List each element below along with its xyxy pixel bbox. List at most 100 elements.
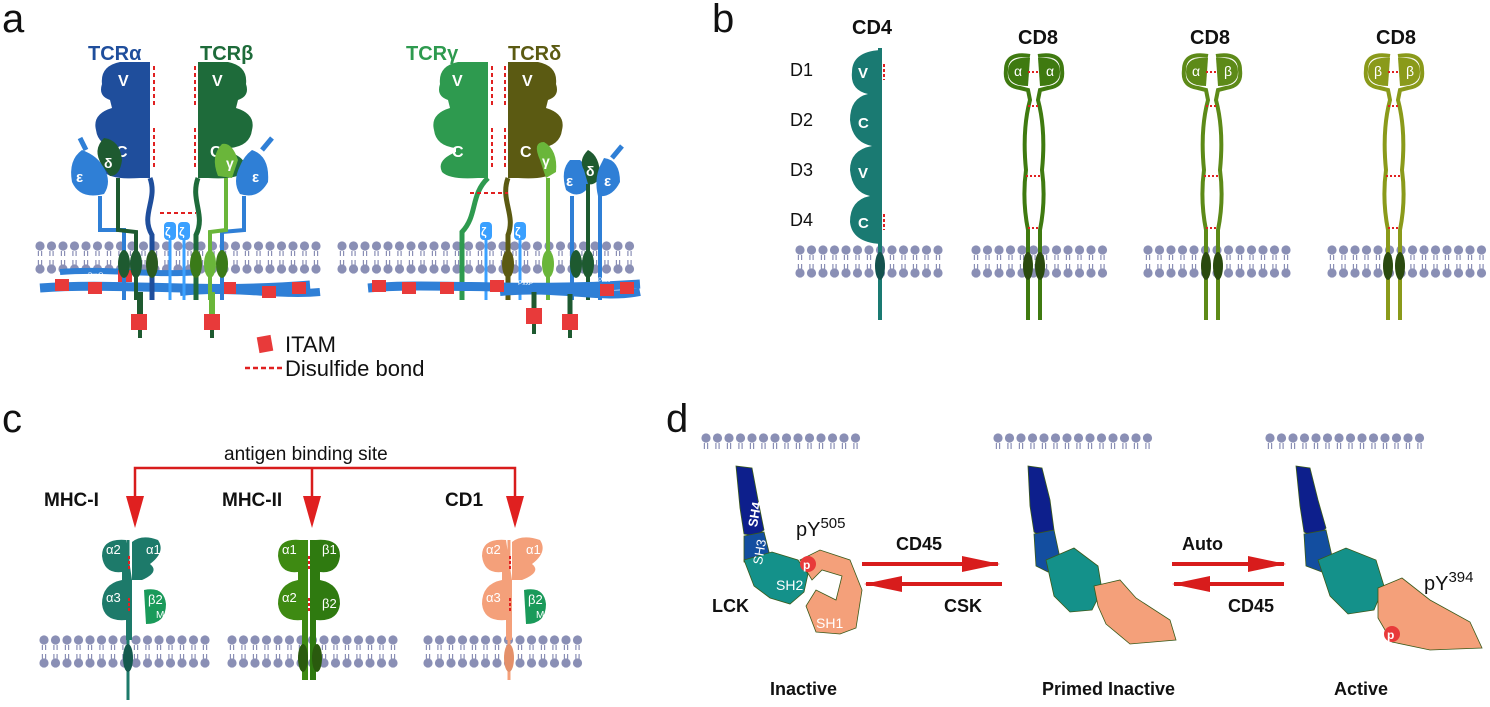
lipid — [1280, 244, 1292, 279]
lipid — [84, 634, 96, 669]
binding-site-arrow — [506, 496, 524, 528]
lipid — [794, 244, 806, 279]
binding-site-bracket — [133, 466, 517, 500]
lck-domain-label: SH4 — [745, 500, 764, 528]
lck-domain-label: SH1 — [816, 615, 843, 631]
cd8-chain-label: β — [1224, 63, 1232, 79]
itam-motif — [292, 282, 306, 294]
panel-a: PxxP PxxP V C V C ε δ — [34, 43, 641, 381]
lipid — [1165, 244, 1177, 279]
lipid — [1338, 244, 1349, 279]
mhc1-domain-label: α2 — [106, 542, 121, 557]
lipid — [382, 240, 394, 275]
lipid — [1051, 244, 1062, 279]
itam-motif — [222, 282, 236, 294]
lipid — [746, 432, 758, 450]
lipid — [287, 240, 299, 275]
molecule-label-mhc2: MHC-II — [222, 490, 282, 511]
lipid — [199, 634, 211, 669]
lipid — [491, 634, 503, 669]
lipid — [1299, 432, 1310, 450]
lipid — [840, 244, 852, 279]
lipid — [1107, 432, 1119, 450]
panel-c: antigen binding site MHC-I MHC-II CD1 α2… — [38, 444, 583, 700]
mhc1-molecule: α2 α1 α3 β2 M — [102, 537, 166, 700]
lipid — [188, 634, 199, 669]
lipid — [249, 634, 261, 669]
domain-row-label: D4 — [790, 210, 813, 230]
lipid — [735, 432, 746, 450]
cd1-domain-label: M — [536, 610, 544, 621]
pxxp-label: PxxP — [518, 280, 533, 287]
lipid — [555, 240, 566, 275]
phospho-site — [800, 556, 816, 572]
transmembrane-segments — [502, 250, 594, 278]
lipid — [817, 244, 829, 279]
lipid — [1453, 244, 1464, 279]
domain-v-label: V — [118, 73, 129, 90]
lipid — [993, 244, 1005, 279]
lipid — [769, 432, 781, 450]
lipid — [1430, 244, 1441, 279]
mhc2-molecule: α1 β1 α2 β2 — [278, 539, 340, 680]
panel-label-b: b — [712, 0, 734, 41]
py394-label: pY394 — [1424, 569, 1474, 595]
lipid — [61, 634, 73, 669]
domain-v-label: V — [452, 73, 463, 90]
itam-motif — [402, 282, 416, 294]
binding-site-arrow — [126, 496, 144, 528]
mhc1-domain-label: β2 — [148, 592, 163, 607]
lipid — [341, 634, 353, 669]
gamma-label: γ — [226, 155, 234, 171]
cd1-domain-label: α2 — [486, 542, 501, 557]
lipid — [549, 634, 560, 669]
lipid — [1326, 244, 1338, 279]
state-label-inactive: Inactive — [770, 679, 837, 699]
lipid — [921, 244, 932, 279]
lipid — [1372, 244, 1384, 279]
lipid — [612, 240, 624, 275]
lipid — [1142, 432, 1153, 450]
lipid — [1333, 432, 1345, 450]
arrow1-top-label: CD45 — [896, 534, 942, 554]
lipid — [700, 432, 712, 450]
lipid — [1246, 244, 1257, 279]
lipid — [371, 240, 382, 275]
lipid — [176, 634, 188, 669]
membrane-d — [700, 432, 1425, 450]
pxxp-label: PxxP — [88, 272, 103, 279]
lck-active: p pY394 — [1295, 465, 1483, 651]
cd8-chain-label: α — [1046, 63, 1054, 79]
epsilon-label: ε — [252, 169, 259, 186]
mhc1-domain-label: M — [156, 610, 164, 621]
cd1-domain-label: α1 — [526, 542, 541, 557]
lipid — [1084, 432, 1096, 450]
epsilon-label: ε — [76, 169, 83, 186]
lipid — [829, 244, 840, 279]
lipid — [486, 240, 497, 275]
lipid — [1368, 432, 1379, 450]
delta-label: δ — [104, 155, 113, 171]
coreceptor-label-cd8-bb: CD8 — [1376, 27, 1416, 49]
itam-motif — [88, 282, 102, 294]
py505-label: pY505 — [796, 515, 846, 541]
domain-v-label: V — [522, 73, 533, 90]
lipid — [284, 634, 295, 669]
itam-motif — [440, 282, 454, 294]
phospho-label: p — [803, 558, 810, 572]
lipid — [440, 240, 451, 275]
lipid — [886, 244, 898, 279]
mhc1-domain-label: α3 — [106, 590, 121, 605]
cd8-chain-label: β — [1374, 63, 1382, 79]
lck-label: LCK — [712, 596, 749, 616]
lipid — [792, 432, 804, 450]
lipid — [1050, 432, 1061, 450]
lipid — [165, 634, 176, 669]
binding-site-arrow — [303, 496, 321, 528]
lipid — [723, 432, 735, 450]
lipid — [1130, 432, 1142, 450]
coreceptor-label-cd8-ab: CD8 — [1190, 27, 1230, 49]
lck-domain-label: SH3 — [750, 538, 769, 566]
lipid — [172, 240, 184, 275]
